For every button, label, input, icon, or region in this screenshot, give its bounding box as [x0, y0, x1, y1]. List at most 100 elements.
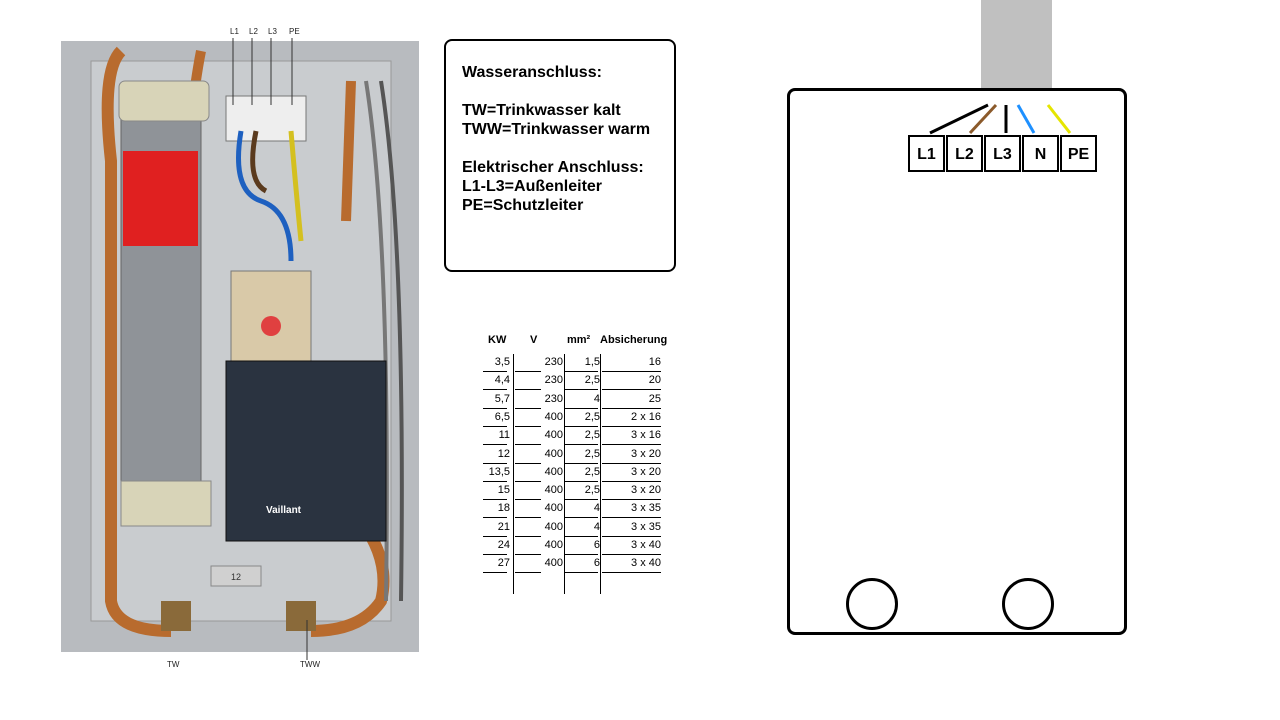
wire-l2	[968, 103, 998, 135]
table-cell-underline	[483, 371, 507, 372]
table-cell: 4	[593, 502, 600, 515]
legend-pe: PE=Schutzleiter	[462, 197, 584, 214]
terminal-l2: L2	[946, 135, 983, 172]
table-cell-underline	[565, 480, 598, 482]
table-cell-underline	[483, 554, 507, 555]
table-cell: 24	[497, 539, 510, 551]
table-cell-underline	[565, 371, 598, 372]
table-cell: 18	[497, 502, 510, 515]
table-header-v: V	[530, 334, 538, 346]
table-cell: 2,5	[584, 429, 600, 442]
table-cell-underline	[565, 572, 598, 574]
table-cell-underline	[515, 371, 541, 372]
table-cell-underline	[565, 554, 598, 555]
table-cell-underline	[515, 480, 541, 482]
table-cell-underline	[515, 572, 541, 574]
table-header-kw: KW	[488, 334, 507, 346]
photo-label-l1: L1	[230, 27, 239, 36]
table-cell: 230	[544, 392, 563, 405]
table-cell-underline	[483, 480, 507, 482]
table-cell: 16	[648, 356, 661, 368]
table-cell: 400	[544, 465, 563, 478]
table-cell-underline	[602, 572, 661, 574]
table-cell: 400	[544, 539, 563, 551]
table-cell-underline	[515, 407, 541, 409]
table-cell: 3 x 35	[631, 502, 661, 515]
table-cell-underline	[565, 389, 598, 391]
table-cell: 20	[648, 374, 661, 387]
table-column-divider	[513, 354, 514, 594]
photo-tag-text: 12	[231, 572, 241, 582]
table-cell-underline	[483, 407, 507, 409]
table-cell-underline	[602, 389, 661, 391]
table-cell-underline	[565, 499, 598, 501]
water-heater-photo: Vaillant 12	[61, 41, 419, 652]
table-cell-underline	[515, 444, 541, 446]
wire-pe	[1046, 104, 1072, 134]
table-cell: 4,4	[494, 374, 510, 387]
table-cell-underline	[515, 425, 541, 427]
table-cell: 11	[498, 429, 510, 442]
table-cell: 400	[544, 484, 563, 497]
legend-elec-title: Elektrischer Anschluss:	[462, 159, 644, 176]
table-row: 4,4 230 2,5 20	[478, 372, 678, 391]
table-cell: 3 x 40	[631, 557, 661, 570]
table-cell-underline	[515, 499, 541, 501]
table-cell: 15	[497, 484, 510, 497]
legend-l1l3: L1-L3=Außenleiter	[462, 178, 603, 195]
table-cell-underline	[565, 462, 598, 464]
table-cell-underline	[602, 554, 661, 555]
terminal-n: N	[1022, 135, 1059, 172]
table-cell-underline	[515, 517, 541, 519]
table-cell: 6	[593, 539, 600, 551]
table-cell: 1,5	[584, 356, 600, 368]
water-port-warm	[1002, 578, 1054, 630]
table-cell: 230	[544, 356, 563, 368]
supply-cable	[981, 0, 1052, 104]
terminal-l3: L3	[984, 135, 1021, 172]
table-cell: 21	[497, 520, 510, 533]
wire-bundle	[929, 103, 1072, 135]
table-cell-underline	[483, 535, 507, 537]
heater-housing-outline	[787, 88, 1127, 635]
photo-label-tw: TW	[167, 660, 180, 669]
table-cell-underline	[483, 425, 507, 427]
table-column-divider	[564, 354, 565, 594]
table-cell: 400	[544, 502, 563, 515]
table-cell-underline	[515, 554, 541, 555]
legend-box: Wasseranschluss: TW=Trinkwasser kalt TWW…	[444, 39, 676, 272]
table-cell: 13,5	[488, 465, 510, 478]
table-cell-underline	[483, 499, 507, 501]
water-port-cold	[846, 578, 898, 630]
table-cell: 230	[544, 374, 563, 387]
table-column-divider	[600, 354, 601, 594]
table-cell-underline	[515, 535, 541, 537]
table-cell-underline	[565, 407, 598, 409]
table-cell: 12	[497, 447, 510, 460]
table-cell-underline	[565, 444, 598, 446]
table-cell: 400	[544, 410, 563, 423]
table-cell: 2,5	[584, 465, 600, 478]
table-cell: 400	[544, 557, 563, 570]
table-cell-underline	[483, 462, 507, 464]
table-cell: 2,5	[584, 374, 600, 387]
legend-water-title: Wasseranschluss:	[462, 64, 602, 81]
table-cell-underline	[602, 535, 661, 537]
table-cell-underline	[602, 407, 661, 409]
table-cell: 2,5	[584, 447, 600, 460]
terminal-l1: L1	[908, 135, 945, 172]
photo-label-tww-line	[306, 620, 308, 660]
table-header-mm: mm²	[567, 334, 591, 346]
photo-label-l3: L3	[268, 27, 277, 36]
table-cell: 25	[648, 392, 661, 405]
table-cell-underline	[483, 517, 507, 519]
photo-label-leader-lines	[232, 38, 293, 105]
table-cell: 3 x 20	[631, 484, 661, 497]
